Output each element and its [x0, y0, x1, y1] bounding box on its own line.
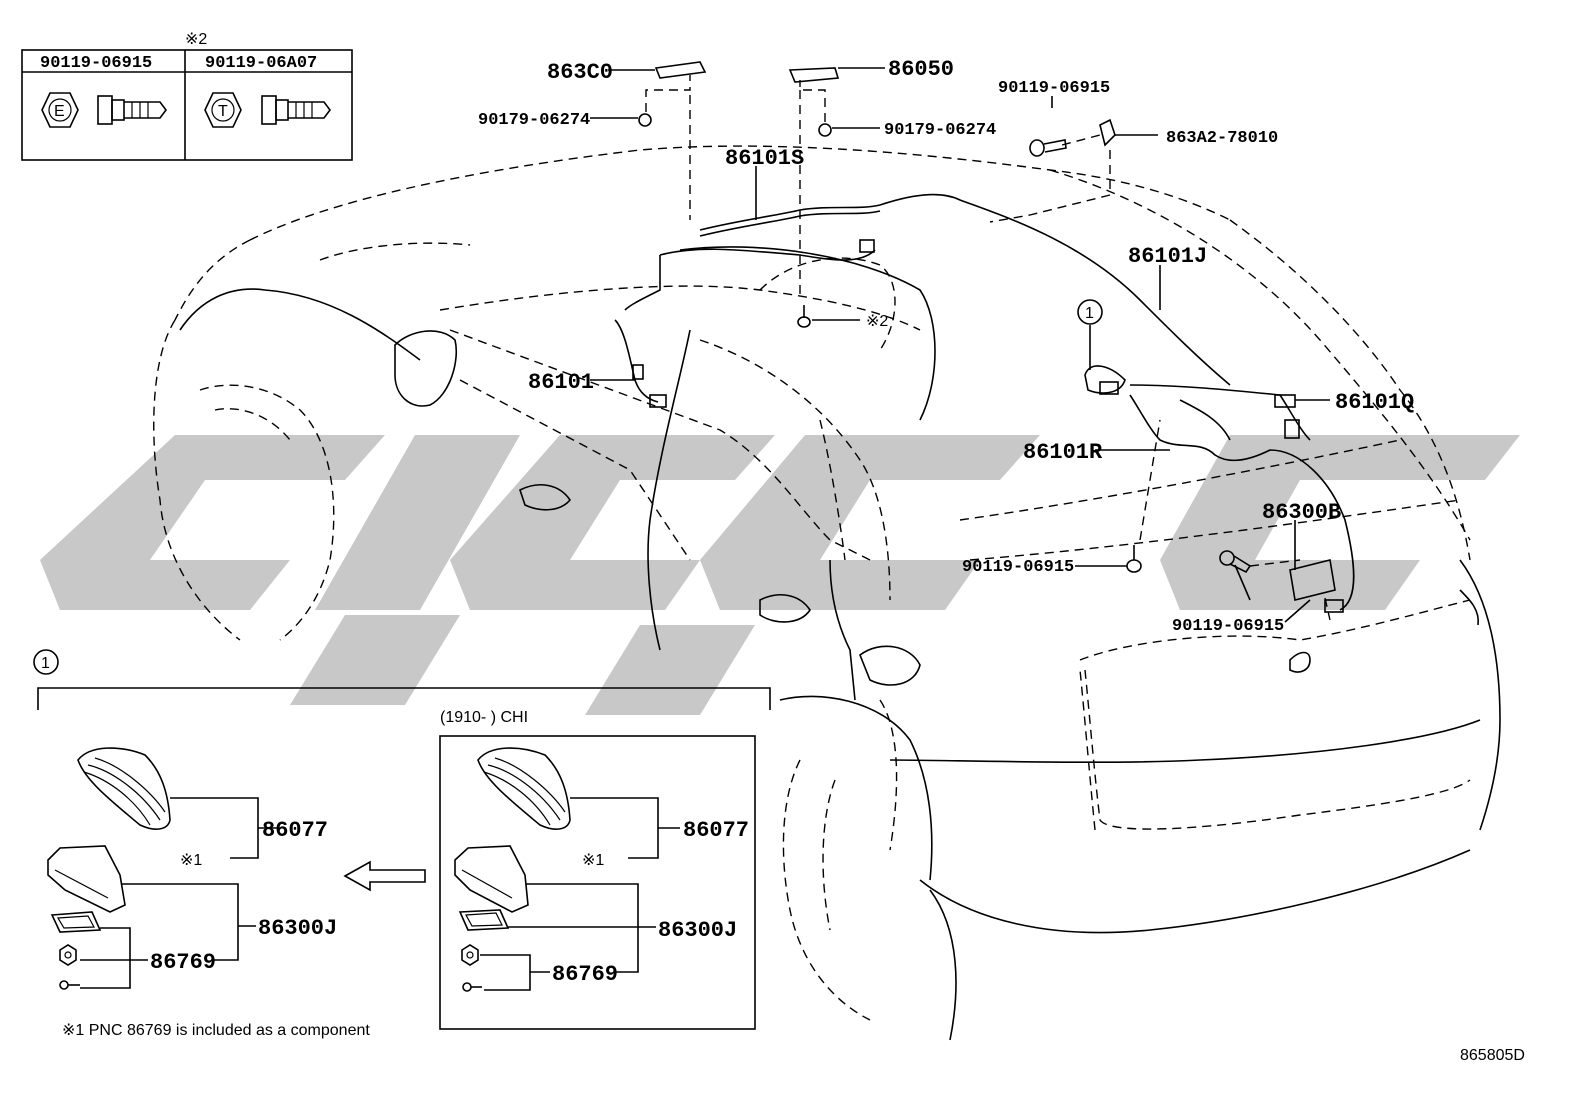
antenna-cover-icon-right — [477, 747, 571, 830]
label-863C0: 863C0 — [547, 60, 613, 85]
antenna-cover-icon-left — [77, 747, 171, 830]
label-90119-top: 90119-06915 — [998, 79, 1110, 98]
watermark-logo — [40, 435, 1520, 715]
left-label-86300J: 86300J — [258, 916, 337, 941]
label-86101Q: 86101Q — [1335, 390, 1414, 415]
nut-icon-left — [59, 944, 77, 966]
label-86101J: 86101J — [1128, 244, 1207, 269]
antenna-body-icon-left — [47, 845, 126, 913]
label-86300B: 86300B — [1262, 500, 1341, 525]
components — [638, 61, 1336, 601]
detail-section: 1 86077 ※1 86300J 86769 (191 — [33, 649, 771, 1039]
figure-code: 865805D — [1460, 1047, 1525, 1064]
bolt-icon-top — [1029, 139, 1067, 157]
table-part-no-1: 90119-06915 — [40, 54, 152, 73]
label-90179-b: 90179-06274 — [884, 121, 996, 140]
bolt-icon-right — [1219, 550, 1252, 574]
label-86101: 86101 — [528, 370, 594, 395]
label-863A2: 863A2-78010 — [1166, 129, 1278, 148]
clip-icon-b — [818, 123, 832, 137]
callout-labels: 863C0 86050 90179-06274 90179-06274 9011… — [478, 57, 1414, 636]
arrow-left-icon — [343, 860, 426, 892]
left-label-86769: 86769 — [150, 950, 216, 975]
right-label-ref1: ※1 — [582, 852, 604, 869]
label-ref2: ※2 — [866, 313, 888, 330]
bolt-icon-mid — [1126, 545, 1142, 573]
left-label-86077: 86077 — [262, 818, 328, 843]
label-90179-a: 90179-06274 — [478, 111, 590, 130]
screw-icon-left — [59, 980, 80, 990]
vehicle-outline — [153, 145, 1501, 1041]
bracket-icon — [1099, 118, 1116, 147]
table-part-no-2: 90119-06A07 — [205, 54, 317, 73]
bolt-head-icon-e — [41, 92, 79, 128]
screw-icon-right — [462, 982, 482, 992]
gasket-icon-right — [458, 909, 510, 931]
left-label-ref1: ※1 — [180, 852, 202, 869]
label-86050: 86050 — [888, 57, 954, 82]
shark-fin-small-icon — [1084, 365, 1126, 394]
bolt-head-icon-t — [204, 92, 242, 128]
detail-section-marker-label: 1 — [41, 655, 50, 672]
amplifier-icon — [1289, 559, 1336, 601]
table-symbol-t: T — [218, 103, 228, 120]
detail-section-marker — [33, 649, 59, 675]
table-symbol-e: E — [54, 103, 65, 120]
label-90119-right: 90119-06915 — [1172, 617, 1284, 636]
leader-lines — [590, 67, 1331, 623]
bolt-icon-center — [797, 305, 811, 328]
right-label-86300J: 86300J — [658, 918, 737, 943]
variant-heading: (1910- ) CHI — [440, 709, 528, 726]
label-90119-mid: 90119-06915 — [962, 558, 1074, 577]
gasket-icon-left — [50, 911, 102, 933]
antenna-body-icon-right — [454, 845, 529, 913]
detail-ref-marker — [1077, 299, 1103, 325]
table-header-mark: ※2 — [185, 31, 207, 48]
fastener-table: ※2 90119-06915 90119-06A07 E T — [21, 31, 353, 161]
detail-ref-marker-label: 1 — [1085, 305, 1094, 322]
nut-icon-right — [461, 944, 479, 966]
label-86101S: 86101S — [725, 146, 804, 171]
antenna-cables — [614, 193, 1355, 613]
label-86101R: 86101R — [1023, 440, 1103, 465]
clip-icon-a — [638, 113, 652, 127]
right-label-86769: 86769 — [552, 962, 618, 987]
footnote: ※1 PNC 86769 is included as a component — [62, 1022, 370, 1039]
right-label-86077: 86077 — [683, 818, 749, 843]
